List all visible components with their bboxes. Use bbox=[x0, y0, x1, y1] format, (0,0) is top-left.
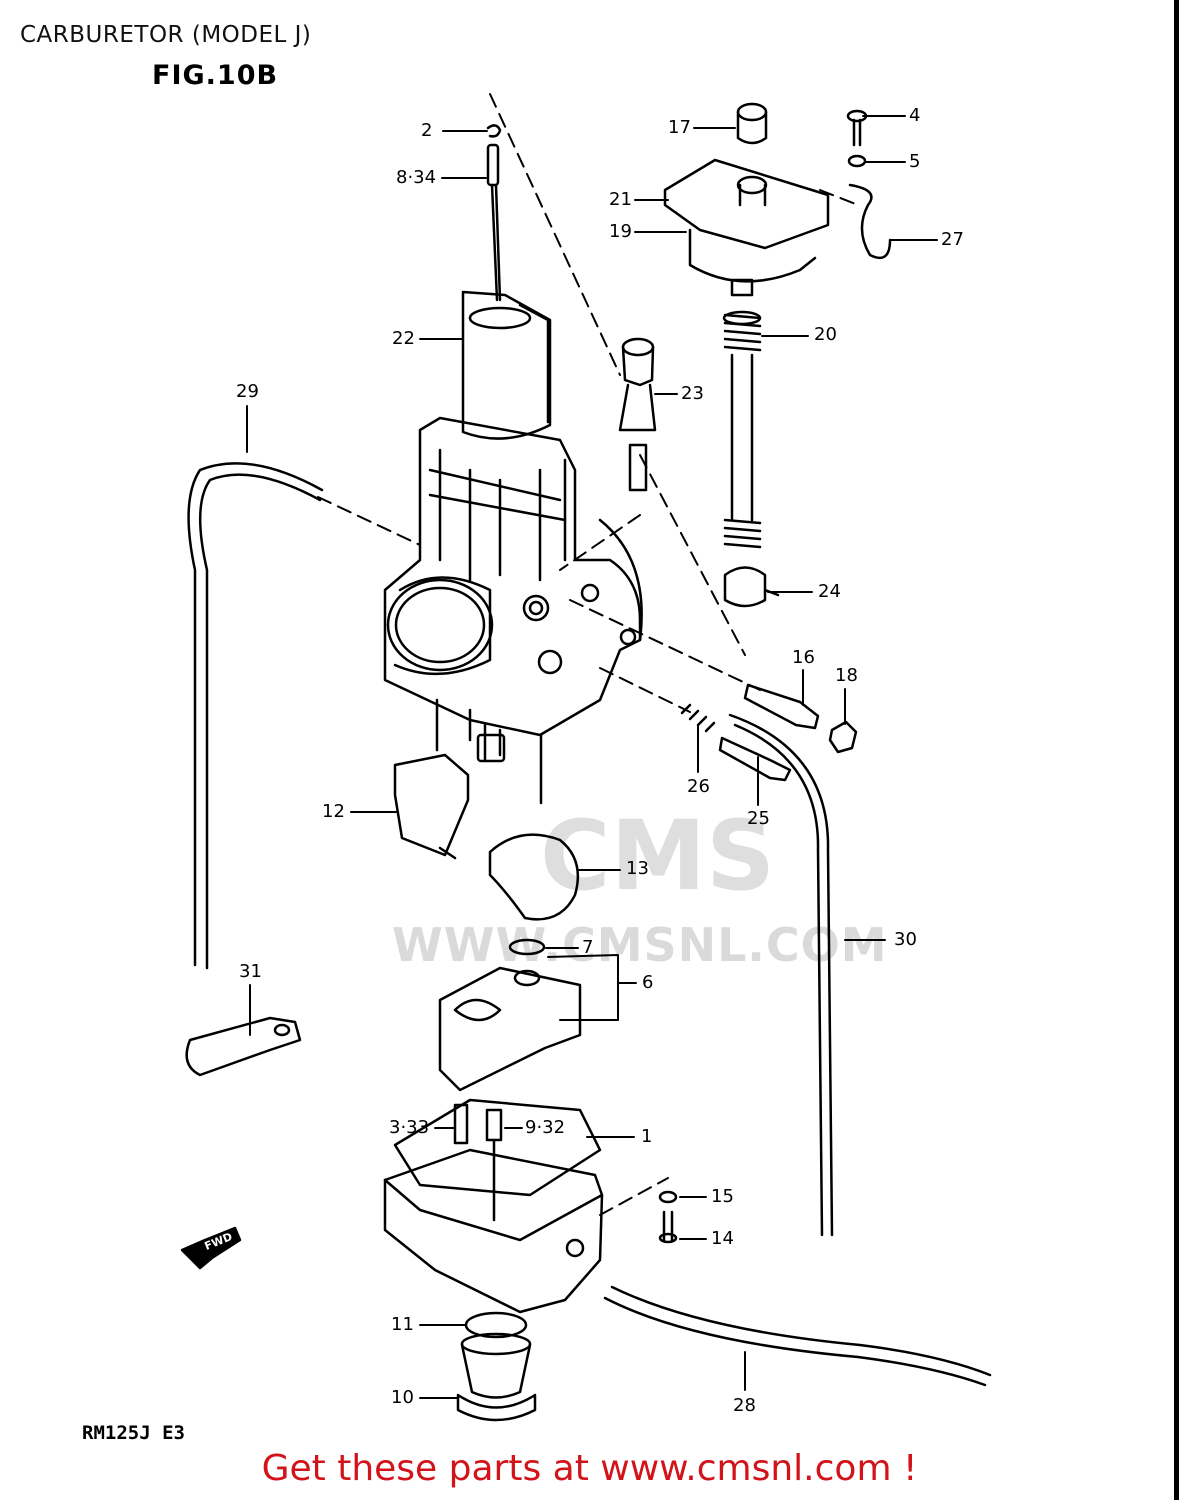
callout-part-21: 21 bbox=[609, 189, 632, 210]
part-18-nut bbox=[828, 720, 858, 754]
leader-lines bbox=[246, 115, 938, 1399]
part-9-pilot-jet bbox=[485, 1108, 503, 1222]
part-2-clip bbox=[486, 124, 502, 138]
part-7-o-ring bbox=[508, 938, 546, 956]
part-27-wire-clip bbox=[848, 183, 892, 260]
callout-part-23: 23 bbox=[681, 383, 704, 404]
callout-part-11: 11 bbox=[391, 1314, 414, 1335]
callout-part-15: 15 bbox=[711, 1186, 734, 1207]
part-31-clamp bbox=[185, 1016, 302, 1077]
callout-part-27: 27 bbox=[941, 229, 964, 250]
part-12-float-piece bbox=[393, 753, 470, 860]
callout-part-24: 24 bbox=[818, 581, 841, 602]
part-8-jet-needle bbox=[486, 143, 502, 302]
part-14-screw bbox=[658, 1210, 678, 1244]
part-22-throttle-valve bbox=[461, 290, 552, 440]
callout-part-16: 16 bbox=[792, 647, 815, 668]
callout-part-12: 12 bbox=[322, 801, 345, 822]
promo-banner[interactable]: Get these parts at www.cmsnl.com ! bbox=[261, 1448, 918, 1489]
callout-part-13: 13 bbox=[626, 858, 649, 879]
page-title: CARBURETOR (MODEL J) bbox=[20, 22, 312, 48]
callout-part-1: 1 bbox=[641, 1126, 653, 1147]
callout-part-2: 2 bbox=[421, 120, 433, 141]
part-6-needle-valve bbox=[438, 966, 582, 1092]
assembly-guide-lines bbox=[317, 93, 859, 1216]
figure-label: FIG.10B bbox=[152, 60, 279, 91]
callout-part-10: 10 bbox=[391, 1387, 414, 1408]
callout-part-31: 31 bbox=[239, 961, 262, 982]
part-20-spring bbox=[722, 310, 762, 549]
callout-part-6: 6 bbox=[642, 972, 654, 993]
page-border bbox=[1174, 0, 1179, 1500]
callout-part-9-32: 9·32 bbox=[525, 1117, 566, 1138]
callout-part-22: 22 bbox=[392, 328, 415, 349]
callout-part-28: 28 bbox=[733, 1395, 756, 1416]
callout-part-4: 4 bbox=[909, 105, 921, 126]
part-3-main-jet bbox=[453, 1103, 469, 1145]
callout-part-7: 7 bbox=[582, 937, 594, 958]
part-17-cap bbox=[736, 102, 768, 145]
part-25-air-screw bbox=[718, 736, 792, 782]
watermark-logo: CMS bbox=[540, 800, 776, 912]
part-1-float-bowl bbox=[383, 1098, 604, 1314]
callout-part-8-34: 8·34 bbox=[396, 167, 437, 188]
callout-part-29: 29 bbox=[236, 381, 259, 402]
part-21-top-cover bbox=[663, 158, 830, 297]
part-23-starter-plunger bbox=[618, 337, 657, 492]
callout-part-3-33: 3·33 bbox=[389, 1117, 430, 1138]
callout-part-30: 30 bbox=[894, 929, 917, 950]
part-15-washer bbox=[658, 1190, 678, 1204]
part-29-vent-tube bbox=[187, 462, 324, 970]
part-30-overflow-tube bbox=[728, 713, 834, 1237]
callout-part-14: 14 bbox=[711, 1228, 734, 1249]
carburetor-body bbox=[383, 416, 643, 805]
callout-part-26: 26 bbox=[687, 776, 710, 797]
part-24-cable-holder bbox=[723, 566, 780, 608]
part-10-drain-plug bbox=[456, 1332, 537, 1422]
part-5-washer bbox=[847, 154, 867, 168]
callout-part-17: 17 bbox=[668, 117, 691, 138]
watermark-url: WWW.CMSNL.COM bbox=[392, 918, 888, 972]
part-16-pilot-screw bbox=[743, 683, 820, 730]
fwd-direction-arrow bbox=[180, 1226, 242, 1270]
part-13-float bbox=[488, 833, 580, 921]
part-28-drain-tube bbox=[603, 1285, 992, 1387]
callout-part-19: 19 bbox=[609, 221, 632, 242]
model-code: RM125J E3 bbox=[82, 1422, 185, 1444]
callout-part-25: 25 bbox=[747, 808, 770, 829]
part-26-spring bbox=[680, 703, 716, 733]
callout-part-18: 18 bbox=[835, 665, 858, 686]
callout-part-5: 5 bbox=[909, 151, 921, 172]
callout-part-20: 20 bbox=[814, 324, 837, 345]
